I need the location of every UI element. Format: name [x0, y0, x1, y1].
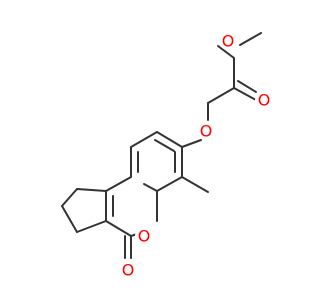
bond	[105, 220, 132, 237]
atom-carbonyl-o-ester: O	[255, 91, 273, 110]
atom-label: O	[258, 91, 271, 110]
bond	[61, 205, 78, 233]
bond	[143, 183, 158, 192]
atom-ring-o: O	[135, 227, 153, 246]
bond	[130, 131, 158, 148]
bond	[207, 87, 235, 104]
atom-label: O	[138, 227, 151, 246]
bond	[76, 220, 107, 233]
bond	[233, 87, 257, 101]
atom-ester-ether-o: O	[219, 32, 237, 51]
bond	[105, 176, 132, 192]
bond	[61, 188, 78, 207]
atom-label: O	[122, 261, 135, 280]
bond	[154, 139, 175, 152]
bond	[181, 176, 209, 193]
atom-label: O	[222, 32, 235, 51]
atom-label: O	[200, 122, 213, 141]
atom-aryl-ether-o: O	[197, 122, 215, 141]
molecule-structure: O O O O O	[61, 31, 273, 280]
atom-lactone-carbonyl-o: O	[119, 261, 137, 280]
bond	[156, 176, 183, 192]
bond	[239, 32, 262, 46]
molecule-canvas: O O O O O	[61, 31, 273, 280]
bond	[76, 188, 107, 192]
bond	[217, 45, 235, 59]
bond	[181, 139, 202, 148]
bond	[237, 80, 257, 93]
bond	[156, 131, 183, 148]
